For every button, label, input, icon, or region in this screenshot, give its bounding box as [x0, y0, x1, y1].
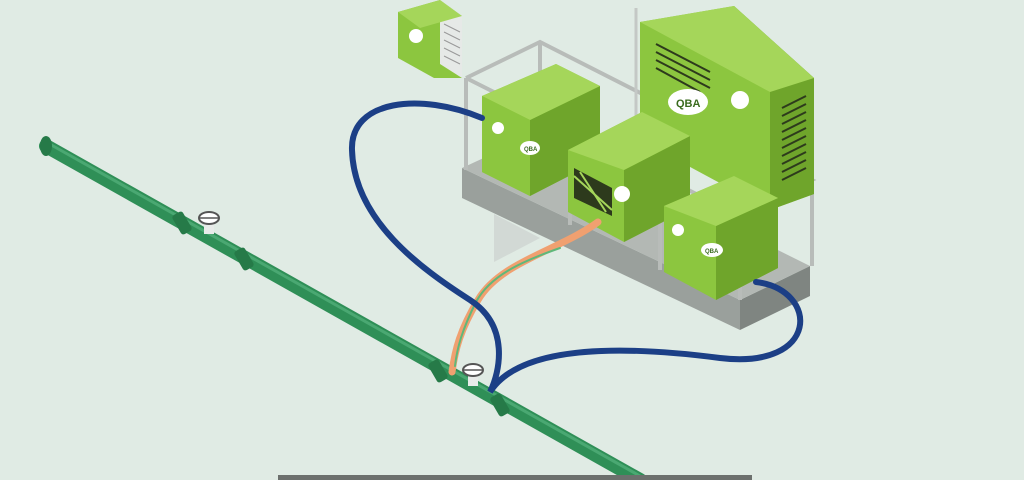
- water-main-pipe: [39, 136, 647, 480]
- wall-control-box: [398, 0, 462, 78]
- valve-wheel-icon: [462, 363, 484, 386]
- valve-wheel-icon: [198, 211, 220, 234]
- play-icon[interactable]: [494, 214, 540, 262]
- video-scrubber[interactable]: [278, 475, 752, 480]
- sample-hose: [348, 100, 804, 394]
- unit-1-logo: QBA: [524, 147, 538, 153]
- cabinet-logo: [668, 89, 708, 115]
- cabinet-logo-text: QBA: [676, 98, 701, 110]
- unit-3-logo: QBA: [705, 249, 719, 255]
- dosing-unit-3: QBA: [664, 176, 778, 300]
